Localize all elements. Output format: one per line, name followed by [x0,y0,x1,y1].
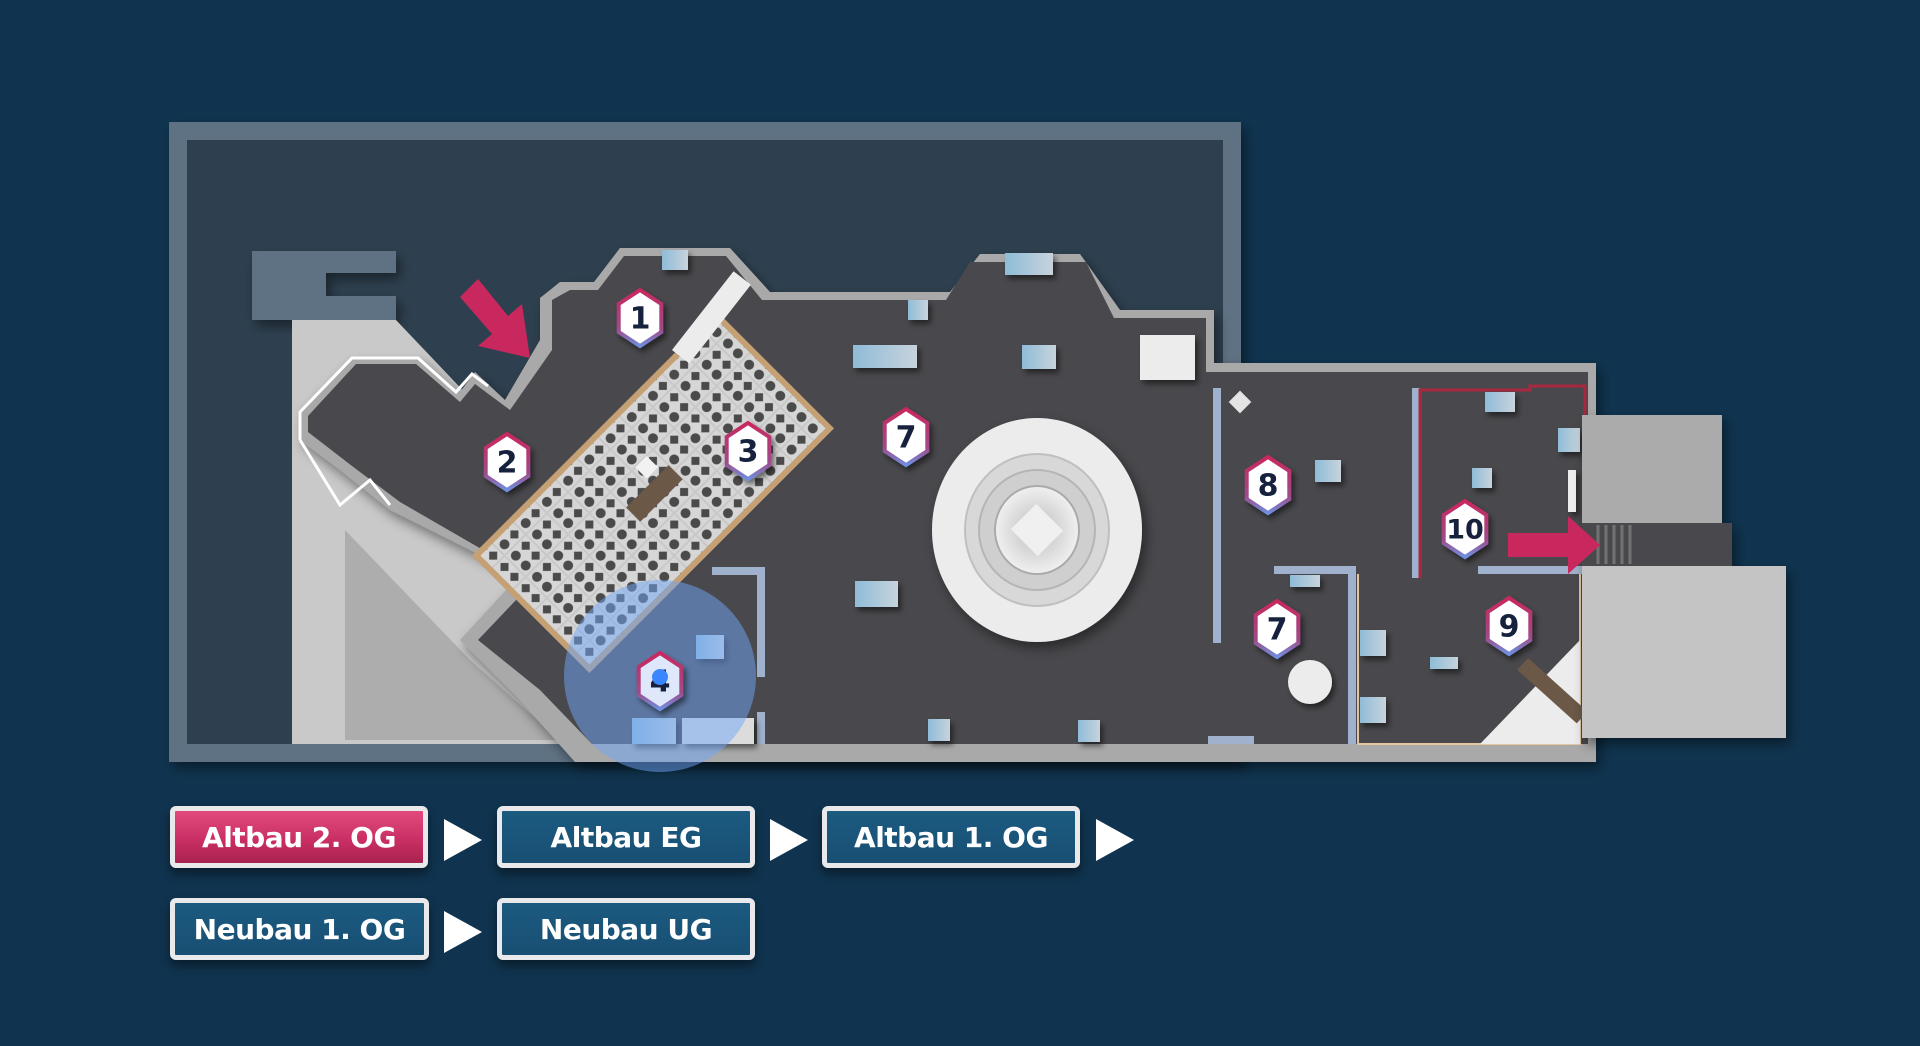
room-marker-4[interactable]: 4 [636,650,684,712]
room-marker-10[interactable]: 10 [1441,498,1489,560]
hexagon-icon [1441,498,1489,560]
floor-button-label: Altbau 1. OG [854,820,1048,854]
hexagon-icon [1485,595,1533,657]
floor-button-label: Neubau UG [539,912,713,946]
wooden-beam [1517,658,1588,724]
room-marker-7b[interactable]: 7 [1253,598,1301,660]
diamond-pedestal [1228,390,1252,414]
room-marker-label: 9 [1499,610,1520,645]
rotunda [932,418,1142,642]
room-marker-label: 7 [896,421,917,456]
room-marker-label: 3 [738,435,759,470]
hexagon-icon [724,420,772,482]
arrow-out-icon [1508,516,1600,574]
hexagon-icon [1244,454,1292,516]
room-markers: 1 2 3 4 7 7 8 9 10 [483,287,1533,712]
floor-button-label: Altbau 2. OG [202,820,396,854]
play-arrow-icon [1096,819,1134,861]
room-marker-1[interactable]: 1 [616,287,664,349]
room-3-hall [471,310,835,674]
partition-walls [712,388,1588,744]
room-marker-label: 7 [1267,613,1288,648]
stair-block [252,251,396,320]
room-2-outline [298,356,489,440]
floor-button-neubau-ug[interactable]: Neubau UG [497,898,755,960]
bench [672,271,751,364]
room-marker-3[interactable]: 3 [724,420,772,482]
hexagon-icon [1253,598,1301,660]
floor-button-altbau-eg[interactable]: Altbau EG [497,806,755,868]
room-marker-label: 1 [630,302,651,337]
room-marker-2[interactable]: 2 [483,431,531,493]
round-table [1288,660,1332,704]
hexagon-icon [483,431,531,493]
floor-button-altbau-1-og[interactable]: Altbau 1. OG [822,806,1080,868]
room-marker-9[interactable]: 9 [1485,595,1533,657]
location-dot-icon [652,669,668,685]
room-10-outline [1418,384,1587,578]
stairs [1596,525,1632,564]
room-marker-8[interactable]: 8 [1244,454,1292,516]
hexagon-icon [882,406,930,468]
stair-corner [1480,640,1580,744]
room-marker-label: 8 [1258,469,1279,504]
play-arrow-icon [444,911,482,953]
annex-blocks [1582,415,1786,738]
room-marker-label: 10 [1446,515,1484,546]
hexagon-icon [616,287,664,349]
arrow-in-icon [460,279,530,358]
play-arrow-icon [770,819,808,861]
floor-button-label: Neubau 1. OG [193,912,406,946]
room-marker-7a[interactable]: 7 [882,406,930,468]
floor-button-altbau-2-og[interactable]: Altbau 2. OG [170,806,428,868]
room-2-outline-lower [298,439,392,508]
room-marker-label: 2 [497,446,518,481]
floor-button-neubau-1-og[interactable]: Neubau 1. OG [170,898,429,960]
play-arrow-icon [444,819,482,861]
floor-button-label: Altbau EG [550,820,702,854]
